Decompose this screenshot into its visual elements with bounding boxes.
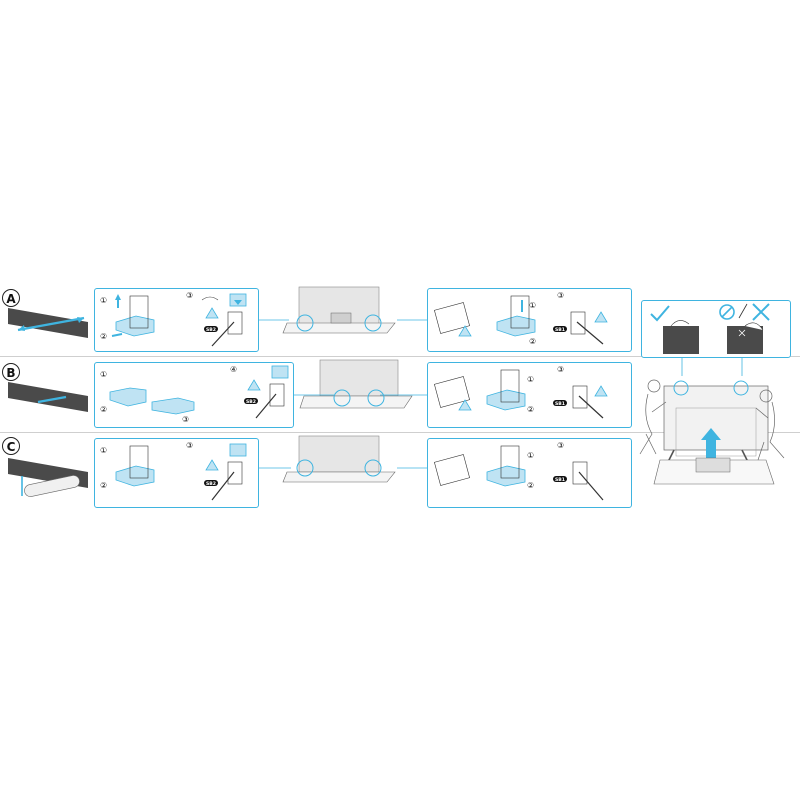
callout-lines — [681, 358, 743, 376]
panel-b-remove-covers-art: ① ② ③ ④ SB2 — [100, 365, 289, 424]
step-3-label: ③ — [186, 291, 193, 300]
row-separator — [0, 432, 800, 433]
step-1-label: ① — [100, 296, 107, 305]
row-separator — [0, 356, 800, 357]
panel-c-attach-stand-art: ① ② ③ SB1 — [434, 441, 604, 501]
connector-line-a — [259, 319, 429, 321]
warning-triangle-icon — [458, 399, 472, 411]
tv-rear-stand-b — [299, 359, 413, 409]
check-icon — [650, 305, 670, 322]
up-arrow-icon — [701, 428, 721, 440]
warning-triangle-icon — [205, 459, 219, 471]
step-3-label: ③ — [557, 291, 564, 300]
step-2-label: ② — [100, 481, 107, 490]
tv-rear-stand-a — [282, 286, 396, 334]
screw-label: SB2 — [206, 481, 216, 487]
step-2-label: ② — [100, 405, 107, 414]
step-3-label: ③ — [557, 441, 564, 450]
screw-label: SB1 — [555, 401, 565, 407]
screw-label: SB1 — [555, 477, 565, 483]
warning-triangle-icon — [594, 311, 608, 323]
step-2-label: ② — [529, 337, 536, 346]
step-3-label: ③ — [186, 441, 193, 450]
step-1-label: ① — [100, 370, 107, 379]
step-1-label: ① — [527, 375, 534, 384]
panel-handling-art — [650, 303, 770, 354]
connector-line-c — [259, 467, 429, 469]
screw-label: SB2 — [246, 399, 256, 405]
tv-rear-stand-c — [282, 435, 396, 483]
prohibited-icon — [719, 304, 735, 320]
step-2-label: ② — [100, 332, 107, 341]
step-4-label: ④ — [230, 365, 237, 374]
warning-triangle-icon — [247, 379, 261, 391]
tv-bottom-edge-a — [8, 308, 88, 338]
panel-c-remove-cover-art: ① ② ③ SB2 — [100, 441, 247, 501]
row-letter-b: B — [2, 363, 20, 381]
connector-line-b — [294, 394, 428, 396]
panel-b-attach-stand-art: ① ② ③ SB1 — [434, 365, 608, 419]
row-letter-a: A — [2, 289, 20, 307]
panel-a-attach-stand-art: ① ② ③ SB1 — [434, 291, 608, 346]
panel-c-attach-stand — [427, 438, 632, 508]
panel-a-remove-cover-art: ① ② ③ SB2 — [100, 291, 247, 347]
tv-bottom-edge-b — [8, 382, 88, 412]
screw-label: SB1 — [555, 327, 565, 333]
warning-triangle-icon — [458, 325, 472, 337]
step-1-label: ① — [100, 446, 107, 455]
warning-triangle-icon — [594, 385, 608, 397]
step-2-label: ② — [527, 405, 534, 414]
step-3-label: ③ — [182, 415, 189, 424]
step-3-label: ③ — [557, 365, 564, 374]
step-2-label: ② — [527, 481, 534, 490]
screw-label: SB2 — [206, 327, 216, 333]
tv-bottom-edge-c — [8, 458, 88, 497]
warning-triangle-icon — [205, 307, 219, 319]
step-1-label: ① — [527, 451, 534, 460]
step-1-label: ① — [529, 301, 536, 310]
row-letter-c: C — [2, 437, 20, 455]
people-lifting-tv — [639, 379, 785, 485]
